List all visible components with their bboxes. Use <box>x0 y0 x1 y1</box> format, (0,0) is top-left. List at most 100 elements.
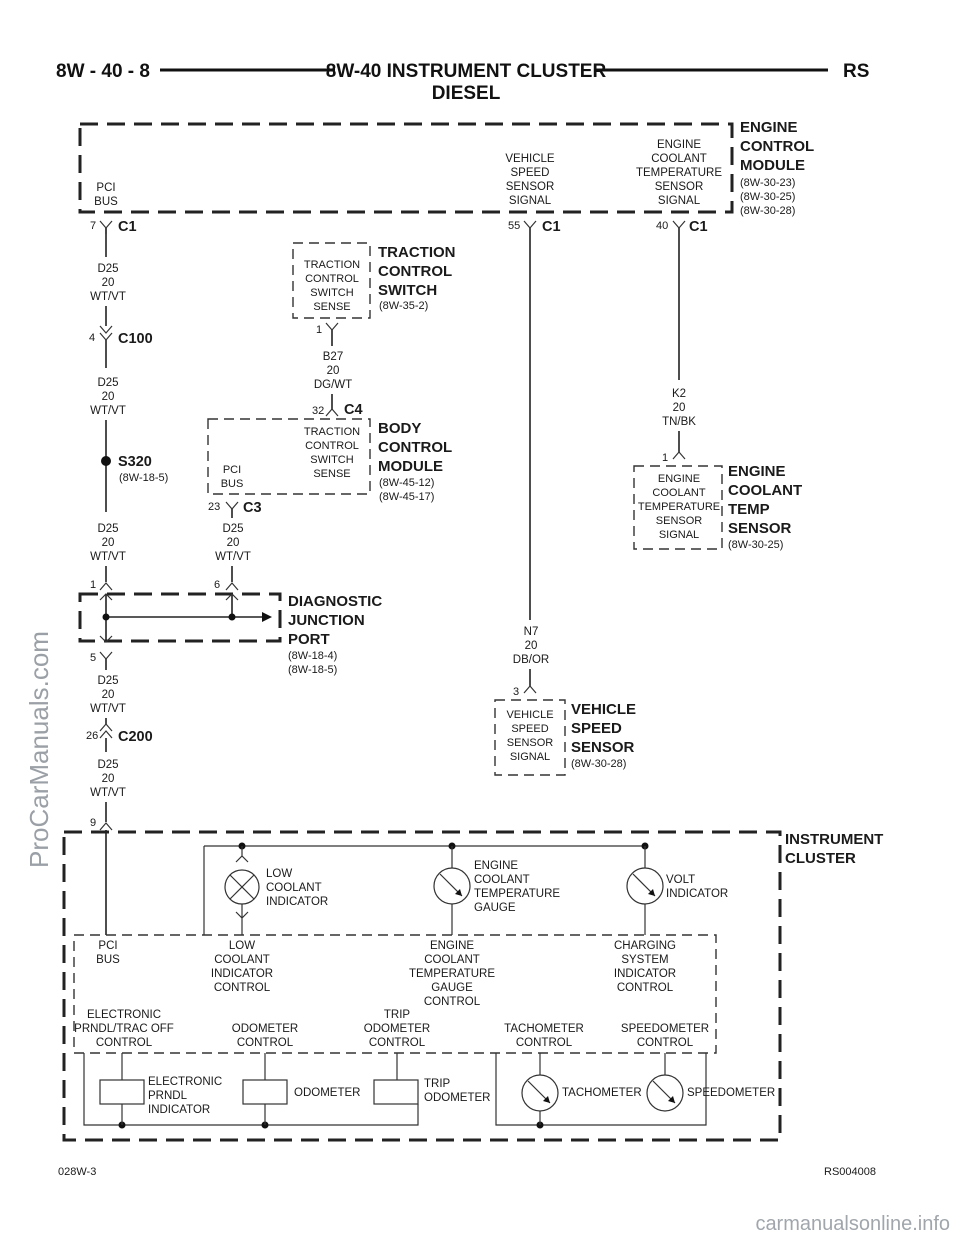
svg-text:1: 1 <box>90 579 96 591</box>
bcm-ref-2: (8W-45-17) <box>379 491 434 503</box>
svg-text:5: 5 <box>90 652 96 664</box>
tcs-pin: 1 <box>316 324 322 336</box>
ecm-ect-label-2: COOLANT <box>651 153 707 165</box>
cluster-logic-outline <box>73 934 717 1054</box>
wire-d25-4a: D25 <box>222 523 243 535</box>
low-coolant-control-4: CONTROL <box>214 982 271 994</box>
wire-d25-2b: 20 <box>102 391 115 403</box>
ecm-pci-label-2: BUS <box>94 196 118 208</box>
charging-control-1: CHARGING <box>614 940 676 952</box>
bcm-name-1: BODY <box>378 420 421 437</box>
svg-text:COOLANT: COOLANT <box>652 487 705 499</box>
pci-bus-wire: D25 20 WT/VT 4 C100 D25 20 WT/VT S320 (8… <box>89 228 168 582</box>
svg-text:VOLT: VOLT <box>666 874 695 886</box>
prndl-indicator: ELECTRONIC PRNDL INDICATOR <box>99 1053 222 1125</box>
wire-d25-1a: D25 <box>97 263 118 275</box>
djp-ref-1: (8W-18-4) <box>288 650 337 662</box>
svg-text:ENGINE: ENGINE <box>658 473 700 485</box>
header-title: 8W-40 INSTRUMENT CLUSTER <box>326 61 607 82</box>
bcm-name-2: CONTROL <box>378 439 452 456</box>
svg-text:C3: C3 <box>243 500 262 516</box>
vss-name-1: VEHICLE <box>571 701 636 718</box>
ecm-vss-label-1: VEHICLE <box>505 153 555 165</box>
page-footer: 028W-3 RS004008 <box>58 1166 876 1178</box>
svg-text:SENSE: SENSE <box>313 301 350 313</box>
ect-gauge-control-2: COOLANT <box>424 954 480 966</box>
svg-text:COOLANT: COOLANT <box>266 882 322 894</box>
ecm-name-3: MODULE <box>740 157 805 174</box>
volt-gauge: VOLT INDICATOR <box>626 846 728 935</box>
svg-text:TACHOMETER: TACHOMETER <box>562 1087 642 1099</box>
svg-text:SIGNAL: SIGNAL <box>659 529 699 541</box>
svg-text:TRACTION: TRACTION <box>304 426 360 438</box>
svg-text:C1: C1 <box>542 219 561 235</box>
ect-gauge-control-4: GAUGE <box>431 982 473 994</box>
splice-s320: S320 (8W-18-5) <box>101 454 168 484</box>
prndl-control-2: PRNDL/TRAC OFF <box>74 1023 174 1035</box>
tcs-name-2: CONTROL <box>378 263 452 280</box>
svg-text:TRIP: TRIP <box>424 1078 451 1090</box>
svg-text:CONTROL: CONTROL <box>305 440 359 452</box>
wire-k2-c: TN/BK <box>662 416 696 428</box>
svg-text:ODOMETER: ODOMETER <box>294 1087 360 1099</box>
footer-right: RS004008 <box>824 1166 876 1178</box>
svg-text:C1: C1 <box>689 219 708 235</box>
coolant-temp-gauge: ENGINE COOLANT TEMPERATURE GAUGE <box>433 846 560 935</box>
header-subtitle: DIESEL <box>432 83 501 104</box>
charging-control-2: SYSTEM <box>621 954 668 966</box>
svg-text:INDICATOR: INDICATOR <box>666 888 728 900</box>
wire-d25-6a: D25 <box>97 759 118 771</box>
low-coolant-control-2: COOLANT <box>214 954 270 966</box>
svg-text:SIGNAL: SIGNAL <box>510 751 550 763</box>
djp-name-1: DIAGNOSTIC <box>288 593 382 610</box>
wire-k2-b: 20 <box>673 402 686 414</box>
low-coolant-control-3: INDICATOR <box>211 968 273 980</box>
ecm-ect-label-5: SIGNAL <box>658 195 701 207</box>
ect-gauge-control-5: CONTROL <box>424 996 481 1008</box>
diagnostic-junction-port: 1 6 DIAGNOSTIC JUNCTION PORT (8W-18-4) (… <box>78 579 382 724</box>
tcs-outline <box>292 242 371 319</box>
ect-gauge-control-3: TEMPERATURE <box>409 968 495 980</box>
svg-text:TRACTION: TRACTION <box>304 259 360 271</box>
low-coolant-lamp: LOW COOLANT INDICATOR <box>224 846 328 935</box>
vss-ref: (8W-30-28) <box>571 758 626 770</box>
vss-outline <box>494 699 566 776</box>
djp-name-3: PORT <box>288 631 330 648</box>
ecm-vss-label-4: SIGNAL <box>509 195 552 207</box>
wire-d25-1c: WT/VT <box>90 291 126 303</box>
charging-control-3: INDICATOR <box>614 968 676 980</box>
svg-text:C1: C1 <box>118 219 137 235</box>
svg-text:C100: C100 <box>118 331 153 347</box>
connector-c100: 4 C100 <box>89 325 153 347</box>
trip-odometer-display: TRIP ODOMETER <box>373 1053 490 1105</box>
wire-d25-4c: WT/VT <box>215 551 251 563</box>
header-page-number: 8W - 40 - 8 <box>56 61 150 82</box>
odometer-control-2: CONTROL <box>237 1037 294 1049</box>
ecm-pin-vss: 55 C1 <box>508 219 561 235</box>
svg-text:CONTROL: CONTROL <box>305 273 359 285</box>
svg-text:SWITCH: SWITCH <box>310 287 353 299</box>
trip-control-2: ODOMETER <box>364 1023 430 1035</box>
djp-name-2: JUNCTION <box>288 612 365 629</box>
svg-text:SPEEDOMETER: SPEEDOMETER <box>687 1087 775 1099</box>
ecm-pin-ect: 40 C1 <box>656 219 708 235</box>
low-coolant-control-1: LOW <box>229 940 255 952</box>
svg-text:32: 32 <box>312 405 324 417</box>
wire-d25-3c: WT/VT <box>90 551 126 563</box>
vehicle-speed-sensor: 3 VEHICLE SPEED SENSOR SIGNAL VEHICLE SP… <box>494 685 636 776</box>
ect-signal-wire: K2 20 TN/BK <box>662 228 696 452</box>
cluster-pci-2: BUS <box>96 954 120 966</box>
wire-d25-5b: 20 <box>102 689 115 701</box>
ecm-ref-2: (8W-30-25) <box>740 191 795 203</box>
svg-text:INDICATOR: INDICATOR <box>148 1104 210 1116</box>
wire-d25-2c: WT/VT <box>90 405 126 417</box>
bcm-name-3: MODULE <box>378 458 443 475</box>
svg-text:26: 26 <box>86 730 98 742</box>
ects-name-1: ENGINE <box>728 463 786 480</box>
svg-text:GAUGE: GAUGE <box>474 902 516 914</box>
svg-text:COOLANT: COOLANT <box>474 874 530 886</box>
cluster-name-2: CLUSTER <box>785 850 856 867</box>
wire-d25-4b: 20 <box>227 537 240 549</box>
svg-text:ELECTRONIC: ELECTRONIC <box>148 1076 222 1088</box>
